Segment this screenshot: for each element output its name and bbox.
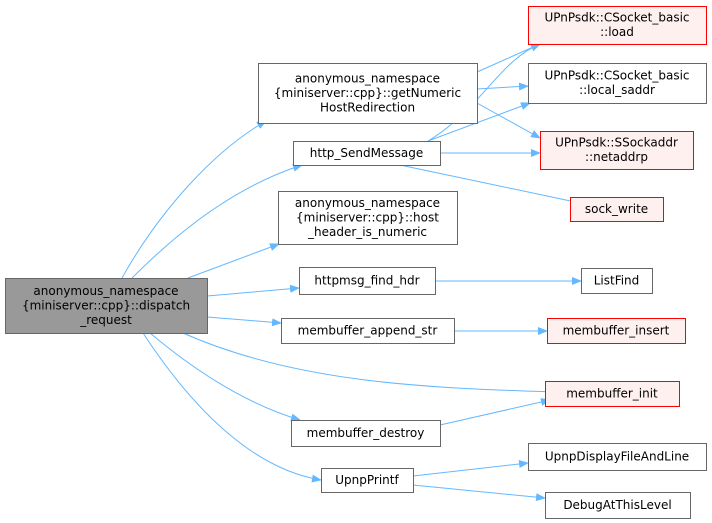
node-box-getnumeric bbox=[258, 63, 478, 124]
node-insert[interactable]: membuffer_insert bbox=[547, 318, 686, 344]
edge-upnpprintf-to-displayfile bbox=[412, 460, 529, 477]
edge-root-to-appendstr bbox=[206, 316, 282, 327]
node-label-sockwrite-line-0: sock_write bbox=[585, 202, 648, 216]
node-label-getnumeric-line-1: {miniserver::cpp}::getNumeric bbox=[274, 86, 461, 100]
node-box-load bbox=[528, 6, 707, 45]
node-sockwrite[interactable]: sock_write bbox=[570, 197, 664, 222]
node-localsaddr[interactable]: UPnPsdk::CSocket_basic::local_saddr bbox=[528, 63, 707, 104]
edge-root-to-getnumeric bbox=[121, 120, 267, 279]
node-label-listfind-line-0: ListFind bbox=[594, 273, 640, 287]
node-box-findhdr bbox=[299, 267, 436, 295]
node-destroy[interactable]: membuffer_destroy bbox=[291, 420, 441, 447]
node-box-appendstr bbox=[281, 318, 455, 344]
node-load[interactable]: UPnPsdk::CSocket_basic::load bbox=[528, 6, 707, 45]
node-findhdr[interactable]: httpmsg_find_hdr bbox=[299, 267, 436, 295]
edge-root-to-destroy bbox=[149, 332, 301, 422]
node-netaddrp[interactable]: UPnPsdk::SSockaddr::netaddrp bbox=[540, 131, 694, 170]
node-box-root bbox=[5, 278, 208, 334]
node-label-displayfile-line-0: UpnpDisplayFileAndLine bbox=[545, 449, 689, 463]
node-listfind[interactable]: ListFind bbox=[581, 268, 653, 294]
node-displayfile[interactable]: UpnpDisplayFileAndLine bbox=[528, 443, 707, 471]
edge-destroy-to-init bbox=[439, 398, 551, 426]
node-label-debuglevel-line-0: DebugAtThisLevel bbox=[563, 498, 671, 512]
node-label-localsaddr-line-0: UPnPsdk::CSocket_basic bbox=[544, 69, 689, 83]
node-root[interactable]: anonymous_namespace{miniserver::cpp}::di… bbox=[5, 278, 208, 334]
edge-sendmsg-to-localsaddr bbox=[427, 102, 531, 142]
node-box-hostnumeric bbox=[278, 191, 458, 245]
node-box-sockwrite bbox=[570, 197, 664, 222]
node-upnpprintf[interactable]: UpnpPrintf bbox=[321, 468, 414, 493]
node-sendmsg[interactable]: http_SendMessage bbox=[293, 141, 441, 166]
node-getnumeric[interactable]: anonymous_namespace{miniserver::cpp}::ge… bbox=[258, 63, 478, 124]
edge-root-to-init bbox=[182, 332, 555, 396]
node-box-localsaddr bbox=[528, 63, 707, 104]
node-box-netaddrp bbox=[540, 131, 694, 170]
node-label-getnumeric-line-0: anonymous_namespace bbox=[295, 71, 440, 85]
node-label-localsaddr-line-1: ::local_saddr bbox=[579, 83, 655, 97]
node-label-hostnumeric-line-2: _header_is_numeric bbox=[307, 225, 427, 239]
edge-root-to-upnpprintf bbox=[142, 332, 322, 483]
node-label-hostnumeric-line-1: {miniserver::cpp}::host bbox=[296, 210, 439, 224]
edge-sendmsg-to-load bbox=[427, 43, 541, 142]
node-label-findhdr-line-0: httpmsg_find_hdr bbox=[314, 273, 419, 287]
node-label-getnumeric-line-2: HostRedirection bbox=[320, 100, 415, 114]
node-box-destroy bbox=[291, 420, 441, 447]
node-box-insert bbox=[547, 318, 686, 344]
node-label-netaddrp-line-1: ::netaddrp bbox=[585, 150, 648, 164]
node-label-root-line-1: {miniserver::cpp}::dispatch bbox=[22, 298, 190, 312]
node-hostnumeric[interactable]: anonymous_namespace{miniserver::cpp}::ho… bbox=[278, 191, 458, 245]
node-label-destroy-line-0: membuffer_destroy bbox=[307, 426, 425, 440]
edge-root-to-findhdr bbox=[206, 284, 300, 297]
edge-getnumeric-to-localsaddr bbox=[476, 82, 529, 91]
node-box-debuglevel bbox=[545, 492, 691, 519]
edge-sendmsg-to-sockwrite bbox=[399, 164, 581, 206]
edges-layer bbox=[121, 43, 582, 502]
node-appendstr[interactable]: membuffer_append_str bbox=[281, 318, 455, 344]
node-label-insert-line-0: membuffer_insert bbox=[563, 323, 670, 337]
node-label-root-line-0: anonymous_namespace bbox=[33, 284, 178, 298]
edge-root-to-hostnumeric bbox=[187, 243, 280, 279]
node-label-netaddrp-line-0: UPnPsdk::SSockaddr bbox=[555, 136, 678, 150]
edge-getnumeric-to-netaddrp bbox=[476, 102, 541, 139]
edge-root-to-sendmsg bbox=[131, 163, 303, 279]
node-label-root-line-2: _request bbox=[79, 313, 132, 327]
node-box-listfind bbox=[581, 268, 653, 294]
node-label-sendmsg-line-0: http_SendMessage bbox=[310, 146, 423, 160]
node-label-load-line-1: ::load bbox=[600, 25, 634, 39]
node-label-upnpprintf-line-0: UpnpPrintf bbox=[335, 473, 399, 487]
node-box-init bbox=[545, 381, 680, 407]
edge-upnpprintf-to-debuglevel bbox=[412, 484, 546, 502]
node-box-sendmsg bbox=[293, 141, 441, 166]
node-box-upnpprintf bbox=[321, 468, 414, 493]
node-debuglevel[interactable]: DebugAtThisLevel bbox=[545, 492, 691, 519]
nodes-layer: anonymous_namespace{miniserver::cpp}::di… bbox=[5, 6, 707, 519]
node-label-appendstr-line-0: membuffer_append_str bbox=[298, 323, 438, 337]
node-init[interactable]: membuffer_init bbox=[545, 381, 680, 407]
node-box-displayfile bbox=[528, 443, 707, 471]
node-label-load-line-0: UPnPsdk::CSocket_basic bbox=[544, 11, 689, 25]
node-label-hostnumeric-line-0: anonymous_namespace bbox=[295, 196, 440, 210]
node-label-init-line-0: membuffer_init bbox=[566, 386, 658, 400]
